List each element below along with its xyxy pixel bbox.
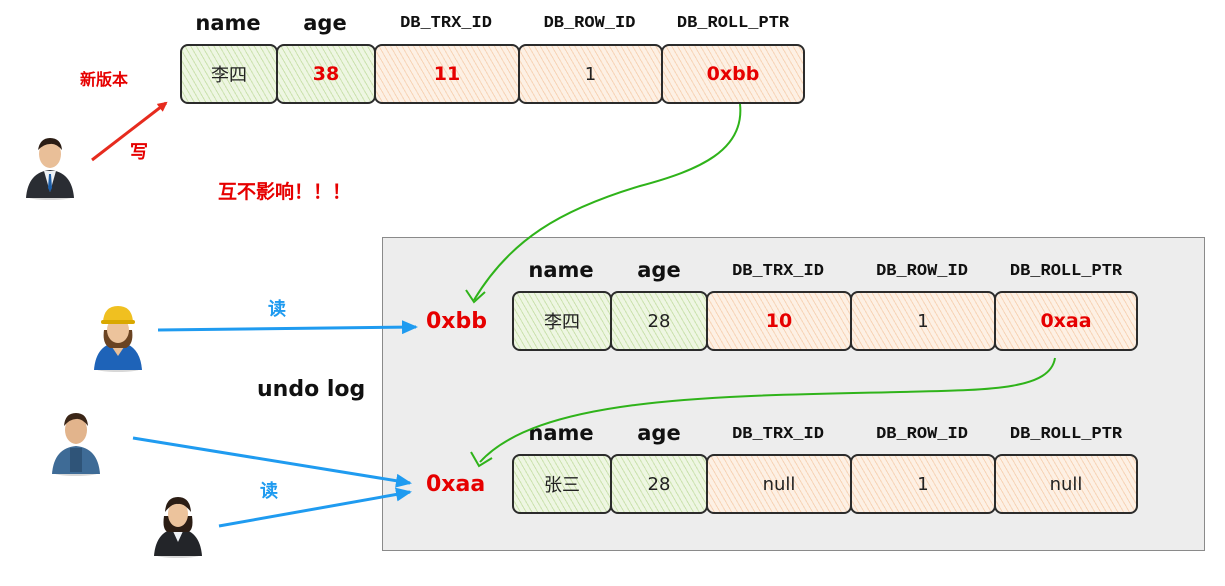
read-arrow-2 (132, 436, 412, 488)
row2-name-cell: 张三 (512, 454, 612, 514)
undo1-header-trx-id: DB_TRX_ID (732, 262, 824, 281)
undo1-header-row-id: DB_ROW_ID (876, 262, 968, 281)
header-age: age (303, 11, 347, 35)
worker-man-avatar-icon (52, 413, 100, 476)
pointer-arrow-bb (473, 103, 742, 301)
row1-name-cell: 李四 (512, 291, 612, 351)
write-label: 写 (130, 142, 148, 162)
row2-age-cell: 28 (610, 454, 708, 514)
read-label-2: 读 (260, 481, 278, 501)
no-effect-label: 互不影响！！！ (218, 182, 352, 203)
row0-rowid-cell: 1 (518, 44, 663, 104)
pointer-arrowhead-bb (465, 289, 486, 304)
row2-rowid-cell: 1 (850, 454, 996, 514)
row1-trx-cell: 10 (706, 291, 852, 351)
businesswoman-avatar-icon (154, 497, 202, 558)
row2-trx-cell: null (706, 454, 852, 514)
row1-rowid-cell: 1 (850, 291, 996, 351)
row0-rollptr-cell: 0xbb (661, 44, 805, 104)
pointer-arrowhead-aa (470, 451, 493, 468)
header-row-id: DB_ROW_ID (543, 14, 636, 33)
row1-age-cell: 28 (610, 291, 708, 351)
header-name: name (195, 11, 261, 35)
header-trx-id: DB_TRX_ID (400, 14, 492, 33)
undo1-header-age: age (637, 258, 681, 282)
header-roll-ptr: DB_ROLL_PTR (676, 14, 790, 33)
undo2-header-trx-id: DB_TRX_ID (732, 425, 824, 444)
read-arrow-3 (218, 487, 412, 528)
new-version-label: 新版本 (80, 72, 129, 89)
undo2-header-name: name (528, 421, 594, 445)
row1-rollptr-cell: 0xaa (994, 291, 1138, 351)
undo2-header-age: age (637, 421, 681, 445)
read-label-1: 读 (268, 299, 286, 319)
undo1-header-roll-ptr: DB_ROLL_PTR (1009, 262, 1123, 281)
pointer-0xbb-label: 0xbb (426, 309, 487, 334)
pointer-0xaa-label: 0xaa (426, 472, 486, 497)
read-arrow-1 (157, 320, 418, 335)
undo-log-label: undo log (257, 377, 366, 402)
undo2-header-row-id: DB_ROW_ID (876, 425, 968, 444)
worker-woman-avatar-icon (94, 306, 142, 372)
row2-rollptr-cell: null (994, 454, 1138, 514)
pointer-arrow-aa (479, 357, 1056, 463)
undo1-header-name: name (528, 258, 594, 282)
undo2-header-roll-ptr: DB_ROLL_PTR (1009, 425, 1123, 444)
businessman-avatar-icon (26, 138, 74, 200)
write-arrow (91, 101, 168, 162)
